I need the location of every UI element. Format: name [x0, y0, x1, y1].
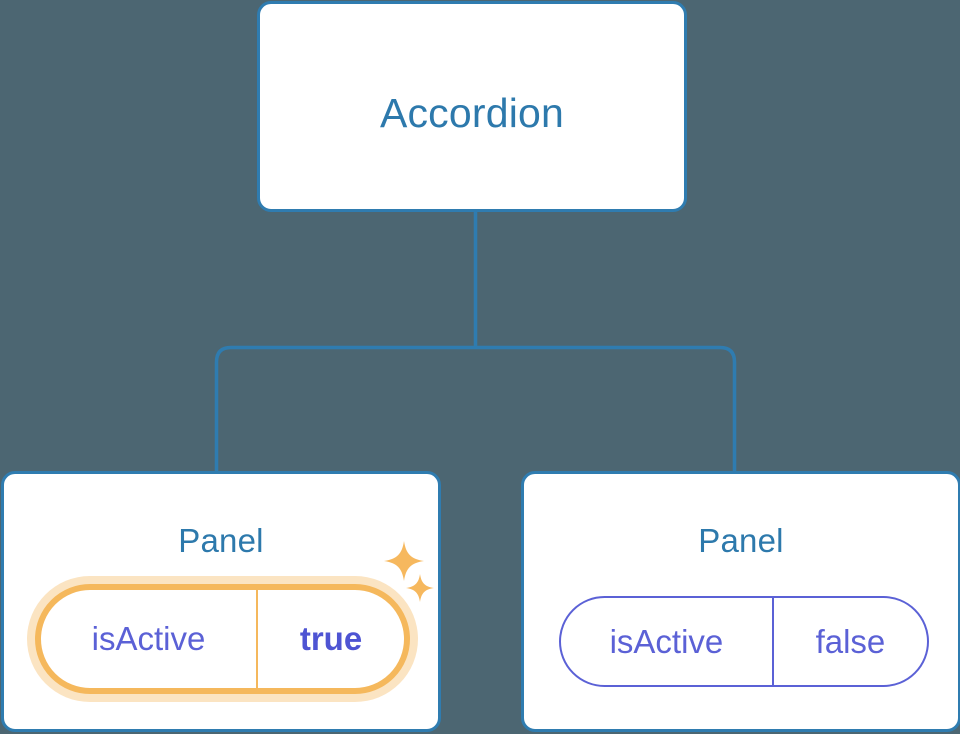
prop-key-isactive: isActive [609, 622, 724, 660]
prop-key-isactive: isActive [91, 620, 206, 657]
sparkle-small-icon [406, 574, 434, 602]
prop-value-false: false [815, 622, 886, 660]
node-panel-active-title: Panel [178, 522, 264, 559]
prop-pill-isactive-true[interactable]: isActive true [35, 584, 410, 694]
prop-pill-divider [771, 598, 774, 685]
node-panel-inactive-title: Panel [698, 522, 784, 559]
prop-pill-divider [256, 590, 258, 688]
prop-pill-isactive-false[interactable]: isActive false [559, 596, 929, 687]
prop-value-true: true [299, 620, 363, 657]
node-panel-inactive[interactable]: Panel isActive false [521, 471, 960, 732]
node-panel-active[interactable]: Panel isActive true [1, 471, 441, 732]
connector-branch-bus [214, 345, 737, 471]
node-accordion-title: Accordion [379, 90, 565, 136]
sparkle-large-icon [384, 541, 424, 581]
node-accordion[interactable]: Accordion [257, 1, 687, 212]
